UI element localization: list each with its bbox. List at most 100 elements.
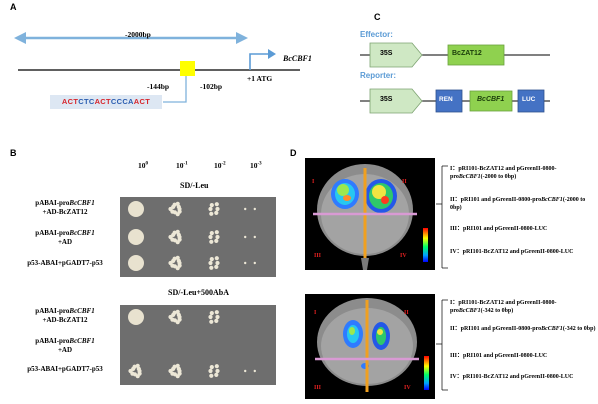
quadrant-label: II xyxy=(402,179,407,185)
colony-spot xyxy=(176,204,181,209)
colony-spot xyxy=(209,257,214,262)
colony-spot xyxy=(244,235,247,239)
span-label: -2000bp xyxy=(125,30,151,39)
cis-element-sequence: ACTCTCACTCCCAACT xyxy=(50,95,162,109)
atg-label: +1 ATG xyxy=(247,74,273,83)
effector-promoter: 35S xyxy=(380,50,393,57)
dilution-label: 10-3 xyxy=(250,161,262,170)
colony-spot xyxy=(176,366,181,371)
plate1-image xyxy=(120,197,276,277)
plate2-row-label: pABAI-proBcCBF1+AD-BcZAT12 xyxy=(35,307,95,324)
colony-spot xyxy=(214,238,219,243)
legend-item: I：pRI101-BcZAT12 and pGreenII-0800-proBc… xyxy=(450,166,557,180)
colony-spot xyxy=(214,318,219,323)
colony-spot xyxy=(208,234,213,240)
reporter-label: Reporter: xyxy=(360,71,397,80)
colony-spot xyxy=(208,260,213,266)
colony-spot xyxy=(214,310,219,315)
colony-spot xyxy=(209,239,214,244)
colony-spot xyxy=(209,365,214,370)
construct-diagram xyxy=(360,42,550,114)
plate1-row-label: pABAI-proBcCBF1+AD-BcZAT12 xyxy=(35,199,95,216)
leaf-image-bottom xyxy=(305,294,435,399)
colony-spot xyxy=(209,231,214,236)
luc-box: LUC xyxy=(522,96,536,103)
colony-spot xyxy=(128,255,144,271)
effector-gene: BcZAT12 xyxy=(452,50,482,57)
colony-spot xyxy=(208,368,213,374)
colony-spot xyxy=(128,201,144,217)
colony-spot xyxy=(209,265,214,270)
legend-item: II：pRI101 and pGreenII-0800-proBcCBF1(-2… xyxy=(450,197,586,211)
quadrant-label: IV xyxy=(400,253,407,259)
leaf-luminescence-bottom xyxy=(315,298,429,392)
colony-spot xyxy=(214,364,219,369)
colony-spot xyxy=(128,229,144,245)
quadrant-label: I xyxy=(314,310,317,316)
colony-spot xyxy=(214,210,219,215)
legend-brackets xyxy=(436,165,448,391)
site-left-label: -144bp xyxy=(147,82,170,91)
colony-spot xyxy=(136,366,141,371)
plate2-title: SD/-Leu+500AbA xyxy=(168,288,230,297)
colony-spot xyxy=(244,369,247,373)
plate1-title: SD/-Leu xyxy=(180,181,209,190)
colony-spot xyxy=(209,319,214,324)
plate2-row-label: p53-ABAI+pGADT7-p53 xyxy=(27,365,103,373)
promoter-schematic xyxy=(14,32,300,103)
gene-label: BcCBF1 xyxy=(283,54,312,63)
panel-a-letter: A xyxy=(10,2,17,12)
seq-part: ACT xyxy=(133,97,151,106)
colony-spot xyxy=(209,373,214,378)
seq-part: ACT xyxy=(61,97,79,106)
ren-box: REN xyxy=(439,96,453,103)
colony-spot xyxy=(214,372,219,377)
legend-item: IV：pRI101-BcZAT12 and pGreenII-0800-LUC xyxy=(450,249,574,255)
quadrant-label: I xyxy=(312,179,315,185)
plate1-row-label: pABAI-proBcCBF1+AD xyxy=(35,229,95,246)
dilution-label: 10-1 xyxy=(176,161,188,170)
panel-c-letter: C xyxy=(374,12,381,22)
colony-spot xyxy=(215,260,220,266)
legend-item: III：pRI101 and pGreenII-0800-LUC xyxy=(450,353,548,359)
colony-spot xyxy=(209,311,214,316)
colony-spot xyxy=(253,235,256,239)
panel-d-letter: D xyxy=(290,148,297,158)
colony-spot xyxy=(253,261,256,265)
dilution-label: 100 xyxy=(138,161,148,170)
quadrant-label: II xyxy=(404,310,409,316)
legend-item: I：pRI101-BcZAT12 and pGreenII-0800-proBc… xyxy=(450,300,557,314)
colony-spot xyxy=(244,207,247,211)
colony-spot xyxy=(215,234,220,240)
plate2-colonies xyxy=(128,309,256,379)
quadrant-label: III xyxy=(314,385,322,391)
colony-spot xyxy=(214,230,219,235)
colony-spot xyxy=(208,314,213,320)
effector-label: Effector: xyxy=(360,30,393,39)
dilution-label: 10-2 xyxy=(214,161,226,170)
colony-spot xyxy=(208,206,213,212)
colony-spot xyxy=(253,207,256,211)
legend-item: IV：pRI101-BcZAT12 and pGreenII-0800-LUC xyxy=(450,374,574,380)
seq-part: CTC xyxy=(78,97,95,106)
site-right-label: -102bp xyxy=(200,82,223,91)
reporter-gene: BcCBF1 xyxy=(477,96,505,103)
colony-spot xyxy=(209,203,214,208)
leaf-luminescence-top xyxy=(313,164,428,270)
colony-spot xyxy=(244,261,247,265)
legend-item: III：pRI101 and pGreenII-0800-LUC xyxy=(450,226,548,232)
legend-item: II：pRI101 and pGreenII-0800-proBcCBF1(-3… xyxy=(450,326,596,332)
colony-spot xyxy=(215,206,220,212)
quadrant-label: IV xyxy=(404,385,411,391)
colony-spot xyxy=(176,258,181,263)
colony-spot xyxy=(209,211,214,216)
colony-spot xyxy=(215,314,220,320)
colony-spot xyxy=(253,369,256,373)
colony-spot xyxy=(214,256,219,261)
colony-spot xyxy=(176,232,181,237)
colony-spot xyxy=(215,368,220,374)
leaf-image-top xyxy=(305,158,435,270)
colony-spot xyxy=(128,309,144,325)
colony-spot xyxy=(214,202,219,207)
seq-part: CCCA xyxy=(110,97,134,106)
